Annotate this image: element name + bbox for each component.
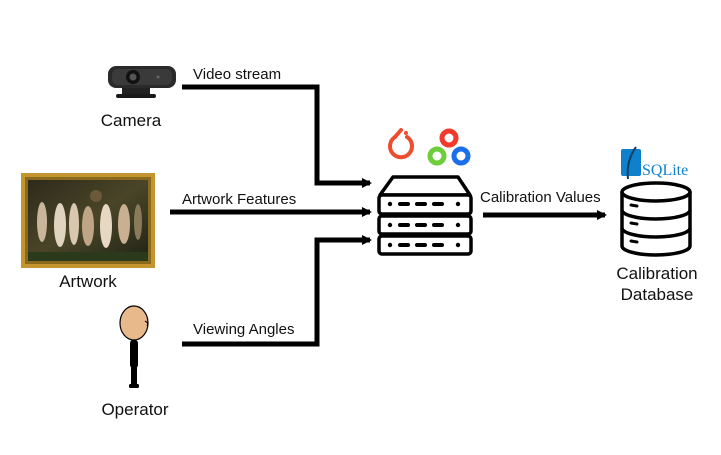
video-stream-label: Video stream xyxy=(193,66,281,83)
opencv-logo xyxy=(427,128,471,166)
webcam-icon xyxy=(108,66,176,98)
person-icon xyxy=(119,305,149,388)
artwork-label: Artwork xyxy=(59,272,117,291)
painting-icon xyxy=(21,173,155,268)
server-icon xyxy=(377,175,473,256)
calibration-values-label: Calibration Values xyxy=(480,189,601,206)
arrow-video-stream xyxy=(182,84,372,188)
database-label-line2: Database xyxy=(621,285,694,304)
sqlite-logo-text: SQLite xyxy=(642,162,688,179)
database-label-line1: Calibration xyxy=(616,264,697,283)
viewing-angles-label: Viewing Angles xyxy=(193,321,294,338)
sqlite-logo: SQLite xyxy=(621,146,688,180)
operator-label: Operator xyxy=(101,400,168,419)
camera-label: Camera xyxy=(101,111,162,130)
artwork-features-label: Artwork Features xyxy=(182,191,296,208)
database-icon xyxy=(620,181,692,257)
arrow-viewing-angles xyxy=(182,235,372,347)
pytorch-logo xyxy=(388,128,414,160)
server-led-dots xyxy=(387,201,461,248)
database-tick-marks xyxy=(629,203,639,244)
